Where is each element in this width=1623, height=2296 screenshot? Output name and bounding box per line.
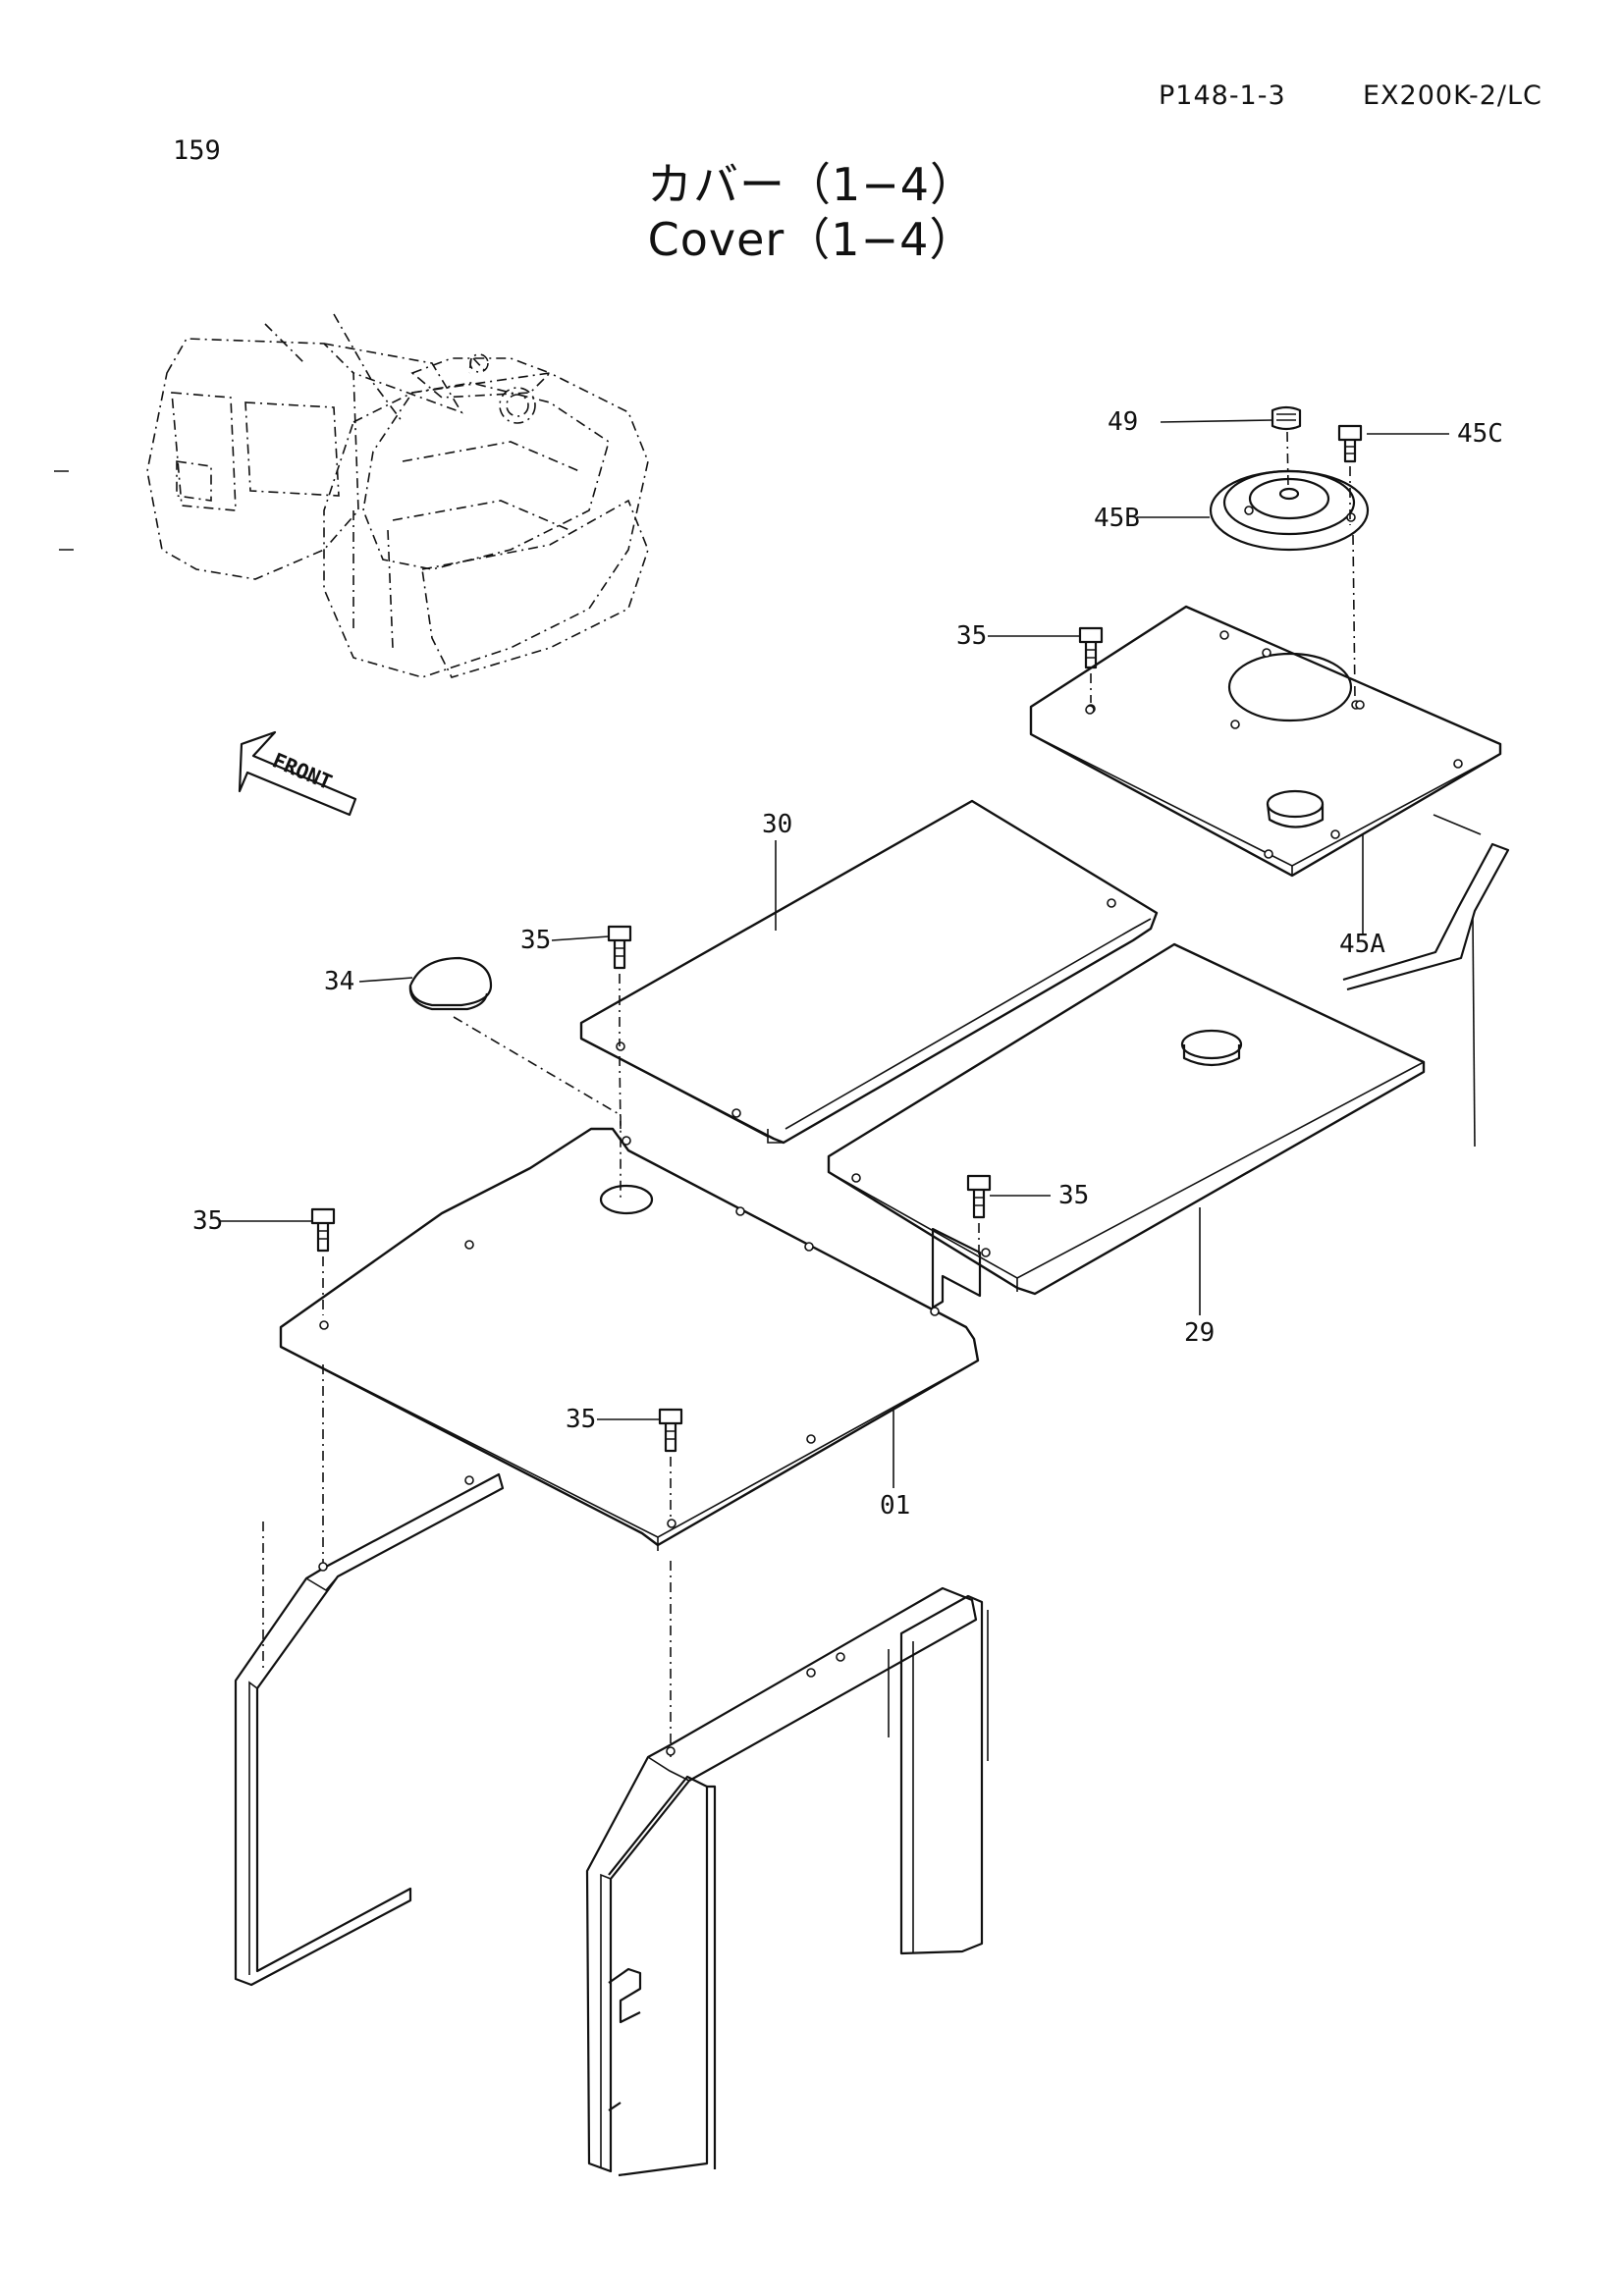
callout-30: 30 bbox=[762, 810, 792, 839]
part-49-grommet bbox=[1271, 405, 1302, 488]
page-title-english: Cover（1−4） bbox=[647, 213, 976, 266]
callout-35-upper-right: 35 bbox=[956, 621, 987, 651]
page-title-japanese: カバー（1−4） bbox=[646, 158, 977, 211]
callout-01: 01 bbox=[880, 1491, 910, 1521]
callout-35-plate-29: 35 bbox=[1058, 1181, 1089, 1210]
front-direction-arrow: FRONT bbox=[238, 730, 357, 817]
callout-45b: 45B bbox=[1094, 504, 1140, 533]
part-45b-seal-ring bbox=[1209, 469, 1370, 552]
part-35-bolt-plate-30 bbox=[607, 925, 632, 1130]
callout-35-plate-01-center: 35 bbox=[566, 1405, 596, 1434]
part-29-cover-plate bbox=[827, 942, 1426, 1296]
part-35-bolt-plate-29 bbox=[966, 1174, 992, 1256]
part-35-bolt-upper-right bbox=[1078, 626, 1104, 703]
part-45a-cover-plate bbox=[1029, 605, 1502, 878]
callout-49: 49 bbox=[1108, 407, 1138, 437]
page-code: P148-1-3 bbox=[1159, 80, 1286, 111]
machine-overview-illustration bbox=[54, 313, 649, 678]
front-arrow-label: FRONT bbox=[269, 749, 336, 795]
callout-45a: 45A bbox=[1339, 930, 1385, 959]
side-strip bbox=[1342, 814, 1510, 1148]
callout-29: 29 bbox=[1184, 1318, 1215, 1348]
callout-34: 34 bbox=[324, 967, 354, 996]
part-01-main-cover-plate bbox=[279, 1127, 982, 1551]
support-frame bbox=[234, 1364, 989, 2177]
part-45c-bolt bbox=[1337, 424, 1363, 700]
callout-35-plate-01-left: 35 bbox=[192, 1206, 223, 1236]
callout-45c: 45C bbox=[1457, 419, 1503, 449]
model-code: EX200K-2/LC bbox=[1363, 80, 1542, 111]
part-35-bolt-plate-01-left bbox=[310, 1207, 336, 1315]
callout-35-plate-30: 35 bbox=[520, 926, 551, 955]
page-number: 159 bbox=[173, 135, 221, 166]
part-30-cover-plate bbox=[579, 799, 1159, 1145]
part-34-filler-cap bbox=[408, 956, 622, 1198]
callout-leaders bbox=[220, 419, 1449, 1488]
